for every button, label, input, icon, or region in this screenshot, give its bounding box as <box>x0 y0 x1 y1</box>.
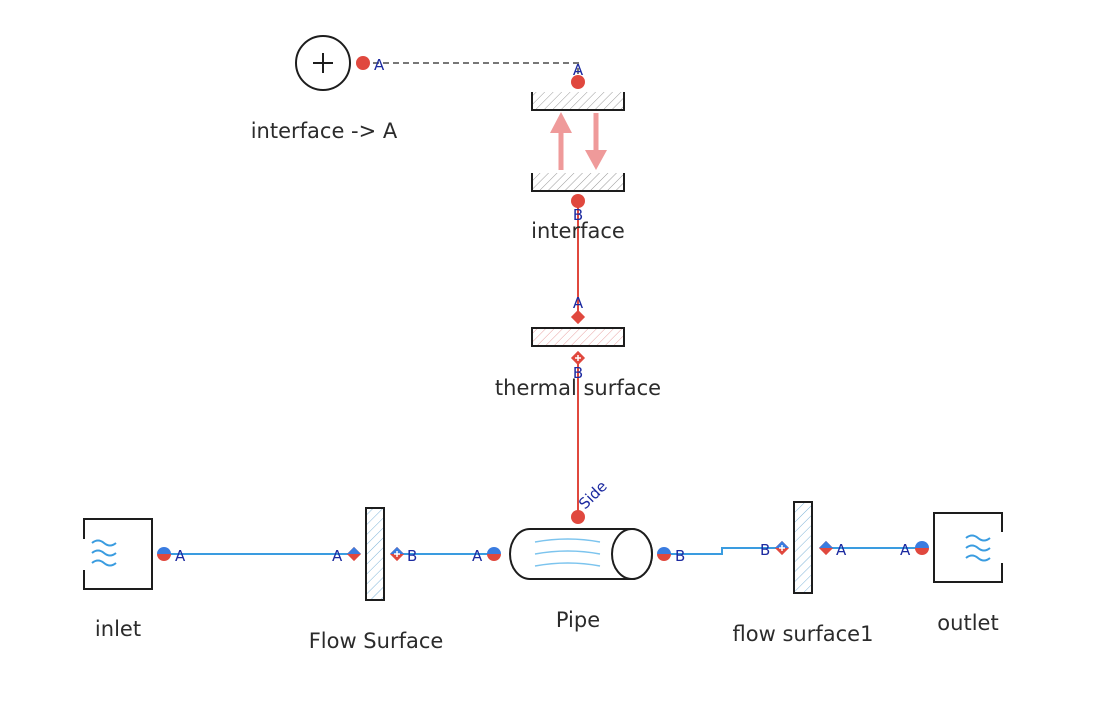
interface-top-plate <box>531 92 625 111</box>
pipe-to-flow-surface1-wire[interactable] <box>664 547 782 555</box>
pipe-port-b[interactable] <box>657 547 671 554</box>
flow-surface-port-a-label: A <box>332 547 343 565</box>
interface-port-b-label: B <box>573 206 583 224</box>
flow-surface1-label: flow surface1 <box>733 622 874 646</box>
water-icon <box>91 539 117 547</box>
outlet-port-a-label: A <box>900 541 911 559</box>
pipe-end <box>611 528 653 580</box>
flow-surface1-plate <box>793 501 813 594</box>
thermal-surface-port-a[interactable] <box>570 309 586 325</box>
flow-surface1-port-a-label: A <box>836 541 847 559</box>
flow-surface-label: Flow Surface <box>309 629 444 653</box>
flow-surface-plate <box>365 507 385 601</box>
water-icon <box>965 534 991 542</box>
interface-label: interface <box>531 219 625 243</box>
interface-source-port-label: A <box>374 56 385 74</box>
thermal-surface-component[interactable]: A B thermal surface <box>495 294 661 400</box>
pipe-port-side[interactable] <box>571 510 585 524</box>
interface-bottom-plate <box>531 173 625 192</box>
flow-surface-component[interactable]: A B Flow Surface <box>309 507 444 653</box>
pipe-port-b-label: B <box>675 547 685 565</box>
inlet-label: inlet <box>95 617 141 641</box>
inlet-port-a[interactable] <box>157 547 171 554</box>
interface-component[interactable]: A B interface <box>531 61 625 243</box>
pipe-port-a-label: A <box>472 547 483 565</box>
inlet-component[interactable]: A inlet <box>83 518 186 641</box>
flow-surface-port-b-label: B <box>407 547 417 565</box>
thermal-surface-port-b-label: B <box>573 364 583 382</box>
flow-lines-icon <box>534 538 601 543</box>
interface-port-b[interactable] <box>571 194 585 208</box>
interface-source-component[interactable]: A interface -> A <box>251 35 398 143</box>
thermal-surface-plate <box>531 327 625 347</box>
pipe-component[interactable]: Side A B Pipe <box>472 477 685 632</box>
inlet-box <box>83 518 153 590</box>
outlet-label: outlet <box>937 611 998 635</box>
outlet-port-a[interactable] <box>915 541 929 548</box>
interface-port-a[interactable] <box>571 75 585 89</box>
dashed-connection-wire[interactable] <box>363 62 579 82</box>
flow-surface1-component[interactable]: B A flow surface1 <box>733 501 874 646</box>
interface-source-label: interface -> A <box>251 119 398 143</box>
interface-port-a-label: A <box>573 61 584 79</box>
pipe-port-a[interactable] <box>487 547 501 554</box>
pipe-port-side-label: Side <box>575 477 611 513</box>
inlet-port-a-label: A <box>175 547 186 565</box>
pipe-label: Pipe <box>556 608 600 632</box>
thermal-surface-port-a-label: A <box>573 294 584 312</box>
interface-source-port[interactable] <box>356 56 370 70</box>
outlet-component[interactable]: A outlet <box>900 512 1003 635</box>
thermal-surface-label: thermal surface <box>495 376 661 400</box>
flow-surface1-port-b-label: B <box>760 541 770 559</box>
